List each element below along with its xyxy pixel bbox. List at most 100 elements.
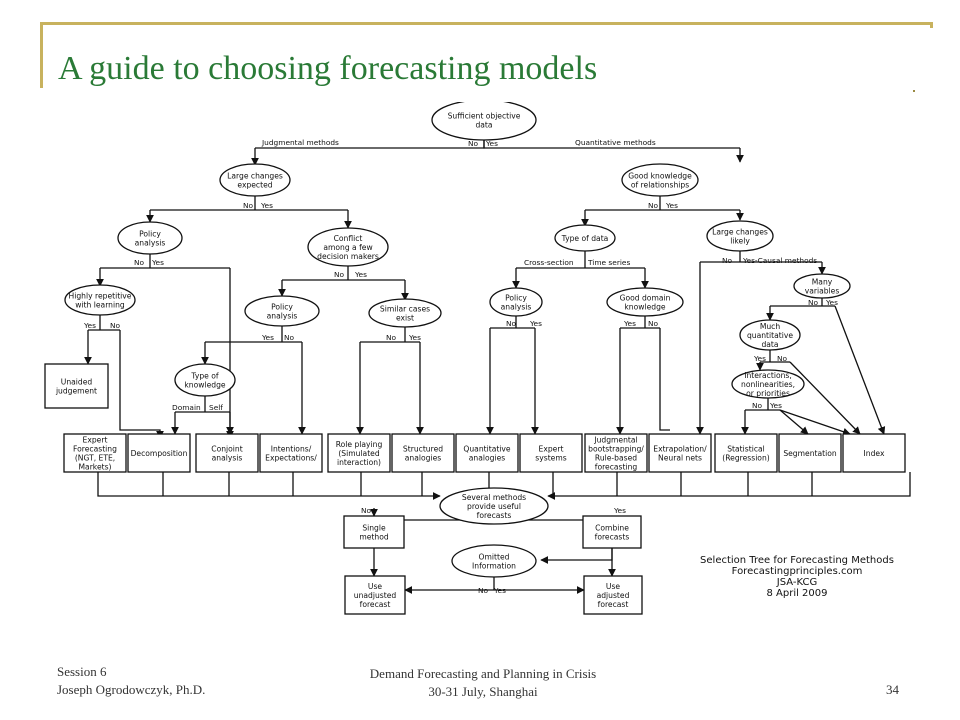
node-single-method-text: Single	[362, 524, 386, 533]
node-good-knowledge-text: Good knowledge	[628, 172, 692, 181]
method-expert-systems-text: systems	[535, 454, 566, 463]
node-omitted-information-text: Omitted	[479, 553, 510, 562]
frame-top-rule	[40, 22, 933, 25]
connector-to-index-3	[779, 409, 851, 436]
node-conflict-text: Conflict	[334, 234, 363, 243]
branch-label: Yes	[613, 506, 626, 515]
node-type-of-data	[554, 224, 616, 252]
branch-label: Yes	[529, 319, 542, 328]
footer-event: Demand Forecasting and Planning in Crisi…	[303, 665, 663, 701]
method-judgmental-bootstrapping-text: forecasting	[595, 463, 638, 472]
method-statistical	[714, 433, 778, 473]
method-extrapolation-text: Extrapolation/	[653, 445, 707, 454]
node-sufficient-objective-data-text: data	[475, 121, 492, 130]
node-sufficient-objective-data	[431, 102, 537, 141]
node-use-adjusted-text: forecast	[598, 600, 629, 609]
connector-to-index	[834, 305, 886, 435]
branch-label: Yes	[665, 201, 678, 210]
node-use-adjusted-text: Use	[606, 582, 621, 591]
label-causal-methods: Yes-Causal methods	[742, 256, 817, 265]
method-role-playing-text: Role playing	[336, 440, 383, 449]
node-type-of-knowledge-text: knowledge	[184, 381, 225, 390]
node-single-method	[343, 515, 405, 549]
method-expert-systems-text: Expert	[539, 445, 564, 454]
node-combine-forecasts-text: forecasts	[595, 533, 630, 542]
branch-label: No	[722, 256, 733, 265]
node-many-variables-text: Many	[812, 278, 833, 287]
node-unaided-judgement-text: Unaided	[61, 378, 93, 387]
method-intentions-text: Expectations/	[265, 454, 317, 463]
branch-label: Yes	[623, 319, 636, 328]
node-type-of-knowledge-text: Type of	[190, 372, 219, 381]
node-large-changes-expected-text: expected	[237, 181, 272, 190]
method-intentions	[259, 433, 323, 473]
node-use-unadjusted-text: forecast	[360, 600, 391, 609]
node-policy-analysis-2-text: analysis	[267, 312, 298, 321]
node-policy-analysis-2-text: Policy	[271, 303, 293, 312]
method-decomposition-text: Decomposition	[131, 449, 188, 458]
node-good-domain-text: Good domain	[620, 294, 671, 303]
branch-label: Yes	[408, 333, 421, 342]
method-conjoint-text: analysis	[212, 454, 243, 463]
node-similar-cases	[368, 298, 442, 328]
method-index-text: Index	[864, 449, 885, 458]
node-highly-repetitive-text: with learning	[75, 301, 125, 310]
node-conflict-text: among a few	[323, 243, 372, 252]
branch-label: Yes	[493, 586, 506, 595]
node-conflict	[307, 227, 389, 267]
branch-label: No	[648, 201, 659, 210]
branch-label: No	[334, 270, 345, 279]
method-structured-analogies-text: analogies	[405, 454, 441, 463]
connector-to-omitted	[540, 548, 613, 564]
diagram-caption-line: Forecastingprinciples.com	[732, 566, 863, 577]
method-quantitative-analogies-text: Quantitative	[463, 445, 511, 454]
method-statistical-text: (Regression)	[722, 454, 769, 463]
branch-label: No	[361, 506, 372, 515]
method-quantitative-analogies-text: analogies	[469, 454, 505, 463]
node-interactions	[731, 369, 805, 399]
label-yes: Yes	[485, 139, 498, 148]
connector-to-segmentation	[779, 409, 809, 435]
node-highly-repetitive	[64, 284, 136, 316]
node-good-knowledge-text: of relationships	[631, 181, 689, 190]
branch-label: No	[386, 333, 397, 342]
node-many-variables	[793, 273, 851, 299]
node-policy-analysis-text: Policy	[139, 230, 161, 239]
method-structured-analogies	[391, 433, 455, 473]
connector-to-decomposition-2	[119, 330, 164, 439]
node-unaided-judgement-text: judgement	[55, 387, 97, 396]
node-omitted-information-text: Information	[472, 562, 516, 571]
frame-left-rule	[40, 22, 43, 88]
method-statistical-text: Statistical	[727, 445, 765, 454]
label-quantitative-methods: Quantitative methods	[575, 138, 656, 147]
node-several-methods	[439, 487, 549, 525]
branch-label: No	[648, 319, 659, 328]
node-combine-forecasts-text: Combine	[595, 524, 629, 533]
diagram-caption-line: 8 April 2009	[766, 588, 827, 599]
footer-presenter-name: Joseph Ogrodowczyk, Ph.D.	[57, 682, 206, 697]
label-self: Self	[209, 403, 223, 412]
node-interactions-text: Interactions,	[744, 371, 792, 380]
node-single-method-text: method	[359, 533, 389, 542]
branch-label: Yes	[753, 354, 766, 363]
branch-label: No	[284, 333, 295, 342]
branch-label: Yes	[261, 333, 274, 342]
node-similar-cases-text: Similar cases	[380, 305, 430, 314]
node-policy-analysis-3-text: Policy	[505, 294, 527, 303]
label-cross-section: Cross-section	[524, 258, 574, 267]
node-use-unadjusted-text: unadjusted	[354, 591, 397, 600]
method-quantitative-analogies	[455, 433, 519, 473]
node-type-of-knowledge	[174, 363, 236, 397]
node-large-changes-likely-text: Large changes	[712, 228, 768, 237]
node-large-changes-expected	[219, 163, 291, 197]
method-conjoint	[195, 433, 259, 473]
footer-event-date: 30-31 July, Shanghai	[428, 684, 538, 699]
node-good-knowledge	[621, 163, 699, 197]
method-expert-systems	[519, 433, 583, 473]
node-type-of-data-text: Type of data	[561, 234, 609, 243]
node-interactions-text: or priorities	[746, 389, 790, 398]
branch-label: No	[777, 354, 788, 363]
node-large-changes-likely	[706, 220, 774, 252]
branch-label: Yes	[354, 270, 367, 279]
